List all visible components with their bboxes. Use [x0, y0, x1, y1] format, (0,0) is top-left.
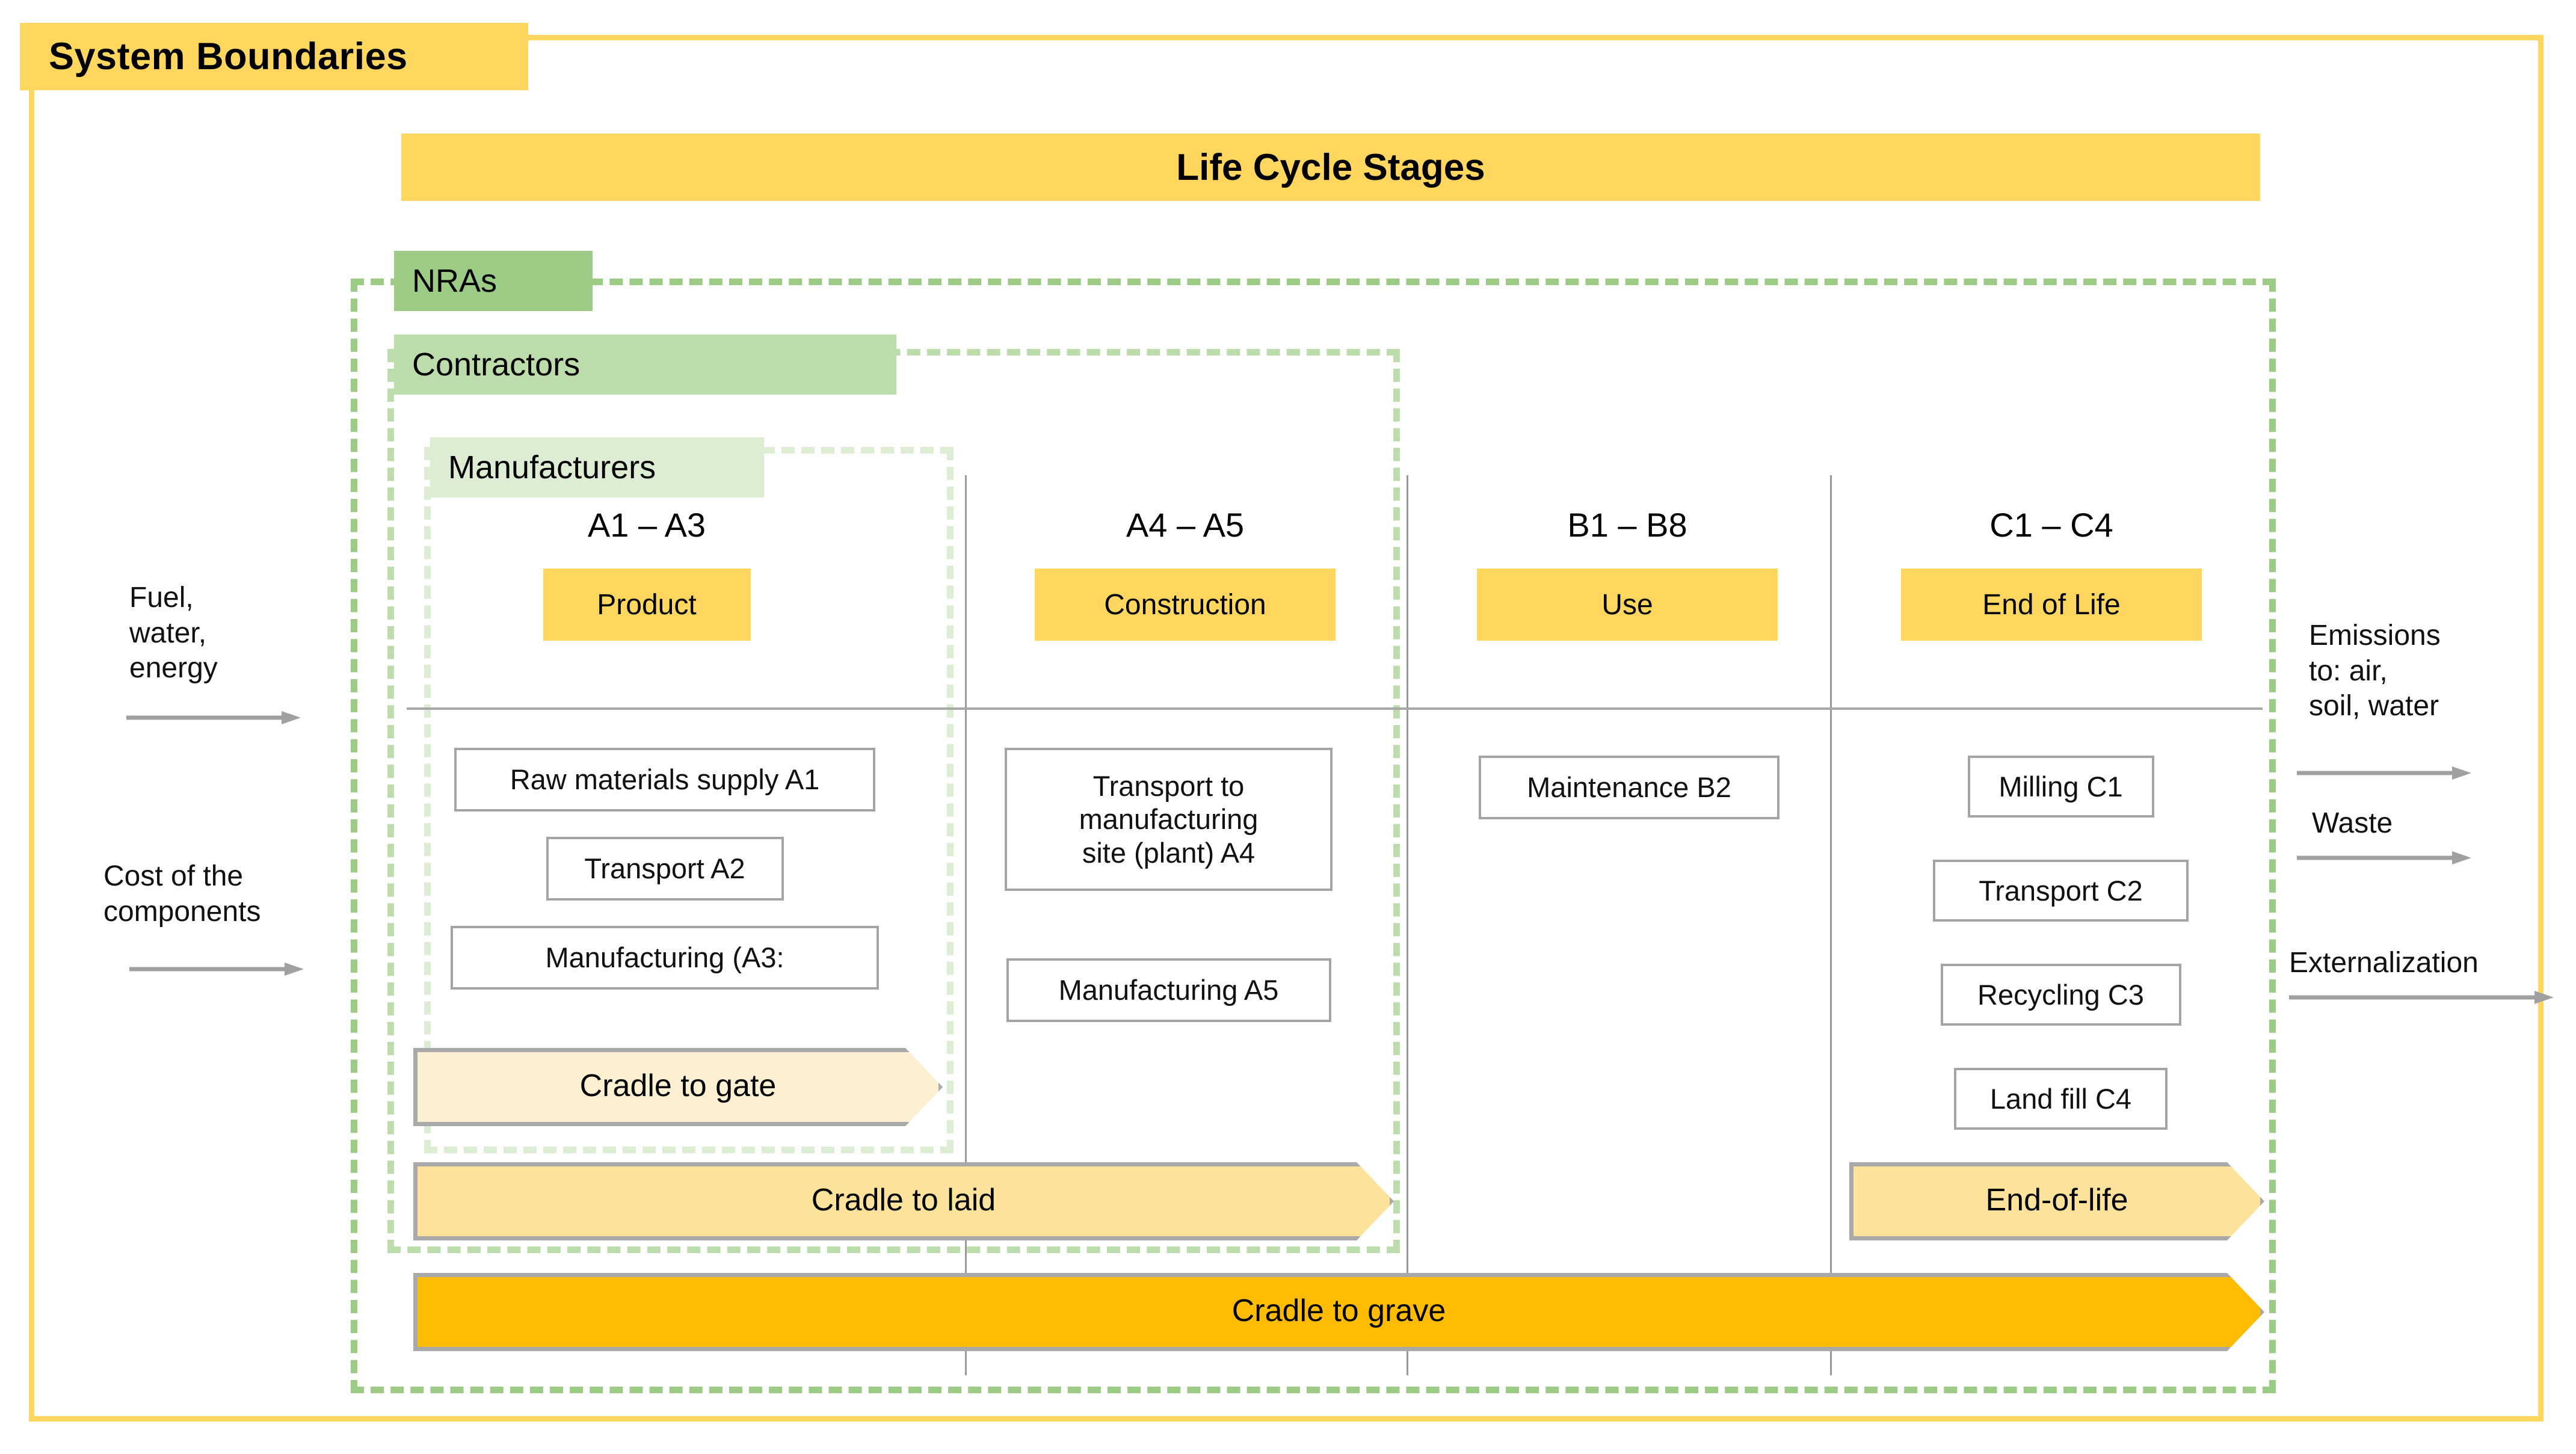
process-box-b2[interactable]: Maintenance B2	[1479, 756, 1779, 819]
stage-chip-use[interactable]: Use	[1477, 568, 1778, 641]
actor-label-nras: NRAs	[394, 251, 593, 311]
scope-label-end-of-life: End-of-life	[1985, 1183, 2128, 1218]
output-arrow-waste	[2297, 850, 2471, 866]
actor-label-manufacturers: Manufacturers	[430, 437, 764, 498]
process-box-a2[interactable]: Transport A2	[546, 837, 784, 901]
stage-column-c1-c4: C1 – C4 End of Life	[1853, 505, 2250, 641]
scope-arrow-end-of-life[interactable]: End-of-life	[1849, 1162, 2264, 1240]
process-box-a3[interactable]: Manufacturing (A3:	[451, 926, 879, 990]
output-label-waste: Waste	[2312, 807, 2393, 839]
life-cycle-stages-banner: Life Cycle Stages	[401, 134, 2260, 201]
scope-arrow-cradle-to-laid[interactable]: Cradle to laid	[413, 1162, 1394, 1240]
input-label-cost-of-components: Cost of the components	[103, 860, 261, 928]
stage-chip-construction[interactable]: Construction	[1035, 568, 1336, 641]
system-boundaries-title: System Boundaries	[20, 23, 528, 90]
output-arrow-emissions	[2297, 765, 2471, 781]
process-list-a4-a5: Transport to manufacturing site (plant) …	[1005, 748, 1333, 1022]
input-label-fuel-water-energy: Fuel, water, energy	[129, 582, 218, 685]
stage-chip-product[interactable]: Product	[543, 568, 751, 641]
scope-arrow-cradle-to-gate[interactable]: Cradle to gate	[413, 1048, 943, 1126]
system-boundary-frame	[29, 35, 2544, 1422]
stage-code-c1-c4: C1 – C4	[1989, 506, 2113, 544]
scope-arrow-cradle-to-grave[interactable]: Cradle to grave	[413, 1273, 2264, 1351]
scope-label-cradle-to-laid: Cradle to laid	[811, 1183, 996, 1218]
input-arrow-1	[126, 710, 301, 725]
process-box-c4[interactable]: Land fill C4	[1954, 1068, 2168, 1130]
process-box-c1[interactable]: Milling C1	[1967, 756, 2154, 818]
input-arrow-2	[129, 961, 304, 977]
column-divider-3	[1830, 475, 1832, 1375]
output-label-emissions: Emissions to: air, soil, water	[2309, 620, 2441, 722]
process-box-a5[interactable]: Manufacturing A5	[1006, 958, 1331, 1022]
process-box-a1[interactable]: Raw materials supply A1	[454, 748, 875, 812]
scope-label-cradle-to-grave: Cradle to grave	[1231, 1293, 1446, 1328]
process-list-c1-c4: Milling C1 Transport C2 Recycling C3 Lan…	[1933, 756, 2189, 1130]
output-label-externalization: Externalization	[2289, 947, 2479, 979]
boundary-box-nras	[351, 279, 2276, 1393]
scope-label-cradle-to-gate: Cradle to gate	[579, 1068, 777, 1103]
stage-header-divider	[407, 707, 2263, 710]
process-box-c2[interactable]: Transport C2	[1933, 860, 2189, 922]
stage-code-a1-a3: A1 – A3	[587, 506, 706, 544]
stage-column-a4-a5: A4 – A5 Construction	[987, 505, 1384, 641]
actor-label-contractors: Contractors	[394, 334, 896, 395]
process-list-b1-b8: Maintenance B2	[1479, 756, 1779, 819]
process-list-a1-a3: Raw materials supply A1 Transport A2 Man…	[451, 748, 879, 990]
column-divider-2	[1407, 475, 1408, 1375]
stage-chip-end-of-life[interactable]: End of Life	[1901, 568, 2202, 641]
stage-column-b1-b8: B1 – B8 Use	[1429, 505, 1826, 641]
process-box-c3[interactable]: Recycling C3	[1940, 964, 2181, 1026]
stage-column-a1-a3: A1 – A3 Product	[448, 505, 845, 641]
stage-code-b1-b8: B1 – B8	[1567, 506, 1687, 544]
column-divider-1	[965, 475, 967, 1375]
process-box-a4[interactable]: Transport to manufacturing site (plant) …	[1005, 748, 1333, 891]
output-arrow-externalization	[2289, 990, 2554, 1005]
stage-code-a4-a5: A4 – A5	[1126, 506, 1245, 544]
